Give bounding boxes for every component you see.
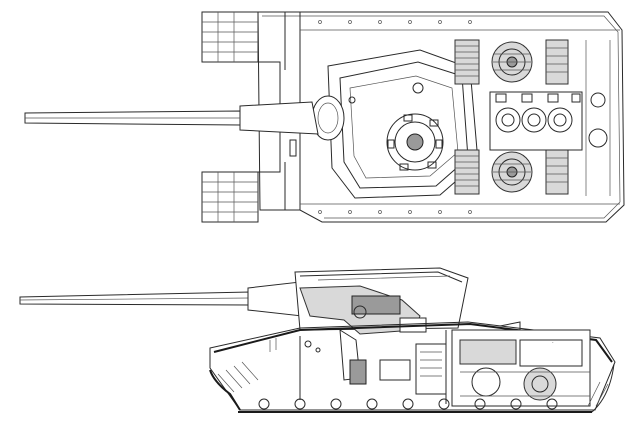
cooling-fan-bottom — [491, 151, 533, 193]
hull-side — [209, 321, 616, 411]
engine-compartment: - — [451, 329, 591, 407]
fender-front-right — [201, 171, 259, 223]
svg-text:-: - — [552, 340, 554, 345]
side-view: - — [19, 267, 616, 413]
engine-grilles-left — [454, 39, 480, 195]
top-view — [24, 11, 625, 223]
front-glacis — [258, 11, 301, 210]
fender-front-left — [201, 11, 259, 63]
cooling-fan-top — [491, 41, 533, 83]
track-side — [209, 361, 615, 413]
top-hull-outline — [257, 11, 625, 223]
engine-access-hatches — [489, 91, 583, 151]
